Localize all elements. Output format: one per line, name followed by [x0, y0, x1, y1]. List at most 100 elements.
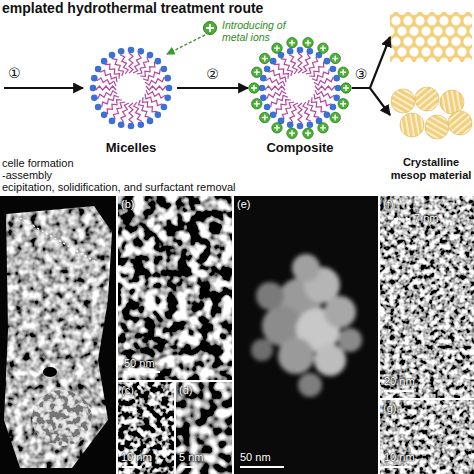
- panel-letter: (f): [383, 198, 393, 210]
- stage-node: Composite: [248, 42, 352, 156]
- composite-drawing: [249, 37, 351, 138]
- ion-charge: [262, 115, 268, 121]
- surfactant-tail: [298, 103, 302, 123]
- panel-letter: (c): [121, 384, 134, 396]
- panel-letter: (g): [383, 402, 396, 414]
- step-arrow: [4, 87, 83, 89]
- surfactant-head: [307, 121, 314, 128]
- metal-ion: [330, 112, 340, 122]
- surfactant-head: [324, 112, 331, 119]
- stage-caption: Composite: [266, 140, 333, 156]
- step-text: celle formation: [2, 157, 74, 169]
- micrograph-e: [234, 196, 378, 474]
- surfactant-tail: [266, 78, 285, 86]
- ion-charge: [340, 101, 346, 107]
- step-number: ③: [354, 67, 369, 82]
- surfactant-tail: [145, 77, 164, 85]
- surfactant-tail: [302, 54, 310, 73]
- ion-charge: [343, 85, 349, 91]
- metal-ion: [338, 67, 348, 77]
- surfactant-head: [307, 48, 314, 55]
- surfactant-head: [155, 112, 162, 119]
- ion-charge: [254, 101, 260, 107]
- surfactant-head: [147, 118, 154, 125]
- scale-label: 10 nm: [121, 451, 152, 463]
- annotation: Introducing of metal ions: [222, 20, 298, 43]
- surfactant-head: [297, 123, 304, 130]
- surfactant-head: [164, 95, 171, 102]
- surfactant-tail: [140, 62, 155, 77]
- metal-ion: [303, 128, 313, 138]
- surfactant-head: [91, 95, 98, 102]
- ion-charge: [320, 45, 326, 51]
- surfactant-head: [147, 52, 154, 59]
- metal-ion: [330, 53, 340, 63]
- micrograph-a: [0, 196, 116, 474]
- surfactant-tail: [267, 91, 286, 99]
- ion-charge: [305, 40, 311, 46]
- surfactant-tail: [107, 100, 122, 115]
- stage-node: Crystalline mesop material: [390, 8, 472, 182]
- surfactant-head: [101, 112, 108, 119]
- surfactant-head: [270, 58, 277, 65]
- title: emplated hydrothermal treatment route: [2, 1, 263, 16]
- surfactant-tail: [133, 54, 141, 73]
- metal-ion: [252, 99, 262, 109]
- step-number: ①: [8, 66, 21, 81]
- surfactant-tail: [315, 90, 334, 98]
- surfactant-head: [118, 48, 125, 55]
- surfactant-head: [128, 47, 135, 54]
- ion-charge: [340, 69, 346, 75]
- step-number: ②: [205, 67, 220, 82]
- ion-charge: [251, 85, 257, 91]
- step-text: ecipitation, solidification, and surfact…: [2, 181, 236, 193]
- surfactant-head: [264, 66, 271, 73]
- surfactant-tail: [105, 64, 120, 79]
- scale-label: 10 nm: [384, 451, 415, 463]
- surfactant-tail: [97, 78, 116, 86]
- surfactant-head: [90, 85, 97, 92]
- process-arrow: [352, 37, 390, 88]
- surfactant-tail: [290, 103, 298, 122]
- metal-ion: [252, 67, 262, 77]
- metal-ion: [318, 123, 328, 133]
- ordered-mesopores: [390, 12, 472, 62]
- surfactant-tail: [312, 97, 327, 112]
- surfactant-tail: [120, 55, 128, 74]
- surfactant-tail: [146, 86, 166, 90]
- surfactant-head: [95, 104, 102, 111]
- surfactant-tail: [289, 55, 297, 74]
- dimension: 7 nm: [414, 212, 438, 224]
- scale-label: 50 nm: [240, 451, 271, 463]
- surfactant-head: [287, 121, 294, 128]
- metal-ion: [272, 123, 282, 133]
- surfactant-head: [109, 118, 116, 125]
- surfactant-head: [324, 58, 331, 65]
- surfactant-head: [91, 75, 98, 82]
- surfactant-tail: [309, 62, 324, 77]
- micrograph-f: [380, 196, 474, 398]
- ion-charge: [262, 55, 268, 61]
- surfactant-tail: [98, 91, 117, 99]
- surfactant-head: [101, 58, 108, 65]
- metal-ion: [260, 112, 270, 122]
- surfactant-head: [287, 48, 294, 55]
- surfactant-head: [161, 104, 168, 111]
- scale-label: 50 nm: [124, 357, 155, 369]
- surfactant-tail: [121, 103, 129, 122]
- surfactant-head: [166, 85, 173, 92]
- panel-letter: (e): [237, 198, 250, 210]
- surfactant-head: [270, 112, 277, 119]
- metal-ion: [204, 22, 217, 35]
- ion-charge: [320, 125, 326, 131]
- ion-charge: [254, 69, 260, 75]
- surfactant-head: [138, 48, 145, 55]
- ion-charge: [274, 125, 280, 131]
- ion-charge: [332, 115, 338, 121]
- ion-charge: [289, 40, 295, 46]
- surfactant-tail: [276, 100, 291, 115]
- crystalline-particles: [391, 87, 472, 139]
- metal-ion: [249, 83, 259, 93]
